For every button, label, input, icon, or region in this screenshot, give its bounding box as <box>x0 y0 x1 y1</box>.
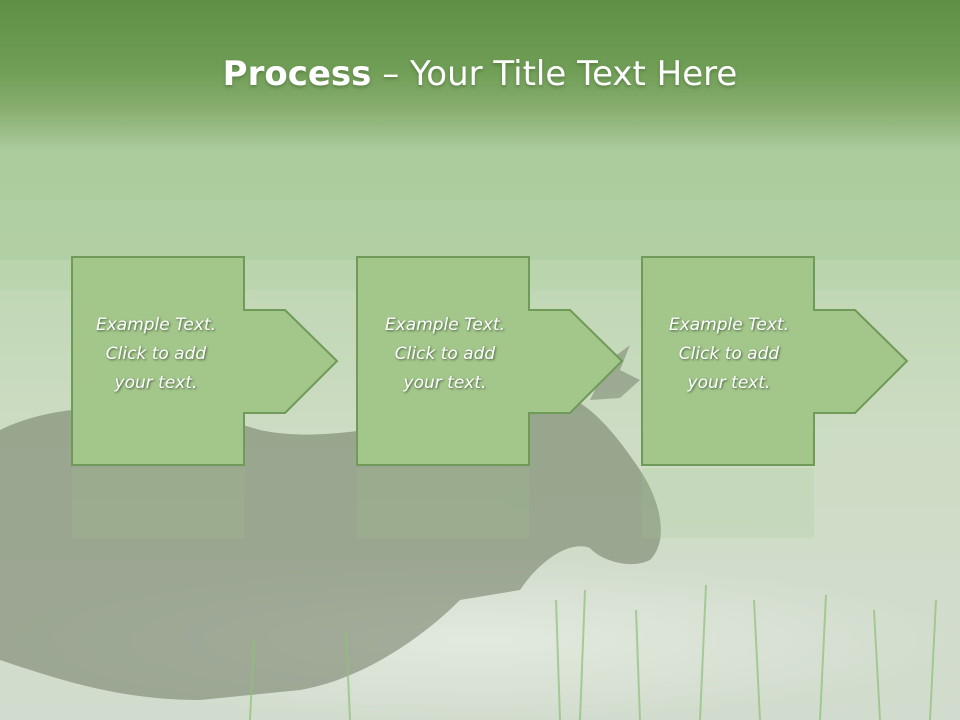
process-step-1-shape[interactable] <box>71 256 339 466</box>
title-text: Your Title Text Here <box>410 54 738 94</box>
title-bold: Process <box>222 54 372 94</box>
title-separator: – <box>371 54 411 94</box>
reeds <box>249 584 937 720</box>
moose-silhouette <box>0 345 661 700</box>
step-text-line: your text. <box>687 373 771 393</box>
step-text-line: your text. <box>114 373 198 393</box>
step-text-line: Click to add <box>394 344 496 364</box>
step-text-line: your text. <box>403 373 487 393</box>
process-step-2-shape[interactable] <box>356 256 624 466</box>
process-step-3-shape[interactable] <box>641 256 909 466</box>
header-band <box>0 0 960 150</box>
step-text-line: Example Text. <box>668 315 790 335</box>
slide-title[interactable]: Process – Your Title Text Here <box>0 52 960 96</box>
step-text-line: Click to add <box>678 344 780 364</box>
step-text-line: Example Text. <box>95 315 217 335</box>
process-step-1-text[interactable]: Example Text. Click to add your text. <box>72 311 240 398</box>
process-step-3-text[interactable]: Example Text. Click to add your text. <box>645 311 813 398</box>
process-step-2-text[interactable]: Example Text. Click to add your text. <box>361 311 529 398</box>
step-text-line: Example Text. <box>384 315 506 335</box>
step-text-line: Click to add <box>105 344 207 364</box>
